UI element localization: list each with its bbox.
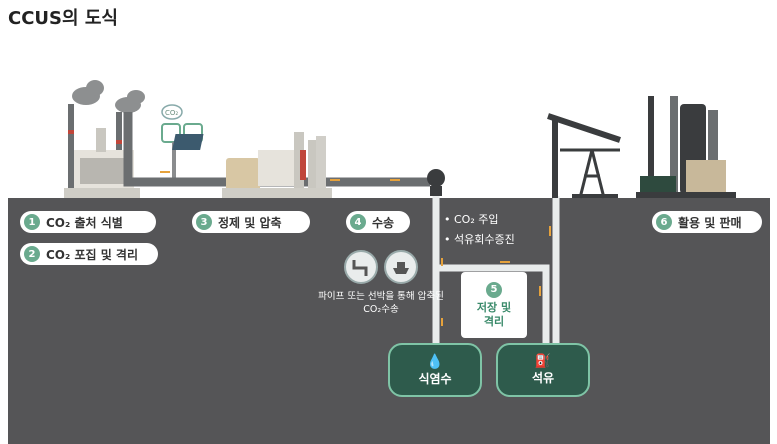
oil-reservoir: ⛽ 석유: [496, 343, 590, 397]
oil-pump-jack-icon: [547, 113, 621, 199]
smoke-clouds: [72, 80, 145, 113]
saline-reservoir: 💧 식염수: [388, 343, 482, 397]
step-label: CO₂ 출처 식별: [46, 215, 123, 230]
step-5-storage-sequestration: 5 저장 및 격리: [461, 272, 527, 338]
step-label: 활용 및 판매: [678, 215, 742, 230]
step-label: 저장 및 격리: [476, 300, 512, 328]
injection-bullets: CO₂ 주입 석유회수증진: [444, 210, 515, 250]
step-3-purification-compression: 3 정제 및 압축: [192, 211, 310, 233]
page-title: CCUS의 도식: [8, 8, 118, 29]
bullet-enhanced-oil-recovery: 석유회수증진: [444, 230, 515, 250]
step-number-3: 3: [196, 214, 212, 230]
processing-plant-icon: [222, 132, 332, 198]
step-4-transport: 4 수송: [346, 211, 410, 233]
fan-icons: [161, 123, 203, 178]
injection-wellhead-icon: [427, 169, 445, 196]
step-number-6: 6: [656, 214, 672, 230]
step-label: 정제 및 압축: [218, 215, 282, 230]
step-2-co2-capture: 2 CO₂ 포집 및 격리: [20, 243, 158, 265]
underground-pipes: [432, 196, 560, 345]
step-1-co2-source-identification: 1 CO₂ 출처 식별: [20, 211, 156, 233]
step-label: 수송: [372, 215, 395, 230]
oil-label: 석유: [531, 371, 555, 385]
pipe-icon: [344, 250, 378, 284]
saline-label: 식염수: [418, 371, 452, 386]
step-number-1: 1: [24, 214, 40, 230]
co2-cloud-icon: CO₂: [161, 104, 183, 120]
droplet-icon: 💧: [426, 353, 444, 370]
refinery-icon: [636, 96, 736, 198]
flow-arrows: [441, 226, 551, 326]
solar-panel-icon: [172, 134, 204, 150]
underground-area: [8, 198, 770, 444]
step-number-2: 2: [24, 246, 40, 262]
step-number-5: 5: [486, 281, 502, 298]
step-number-4: 4: [350, 214, 366, 230]
transport-note: 파이프 또는 선박을 통해 압축된 CO₂수송: [318, 291, 444, 315]
step-6-utilization-sale: 6 활용 및 판매: [652, 211, 762, 233]
co2-pipeline-surface: [123, 112, 430, 187]
bullet-co2-injection: CO₂ 주입: [444, 210, 515, 230]
oil-barrel-icon: ⛽: [534, 354, 552, 369]
co2-cloud-label: CO₂: [165, 109, 178, 117]
step-label: CO₂ 포집 및 격리: [46, 247, 138, 262]
ship-icon: [384, 250, 418, 284]
